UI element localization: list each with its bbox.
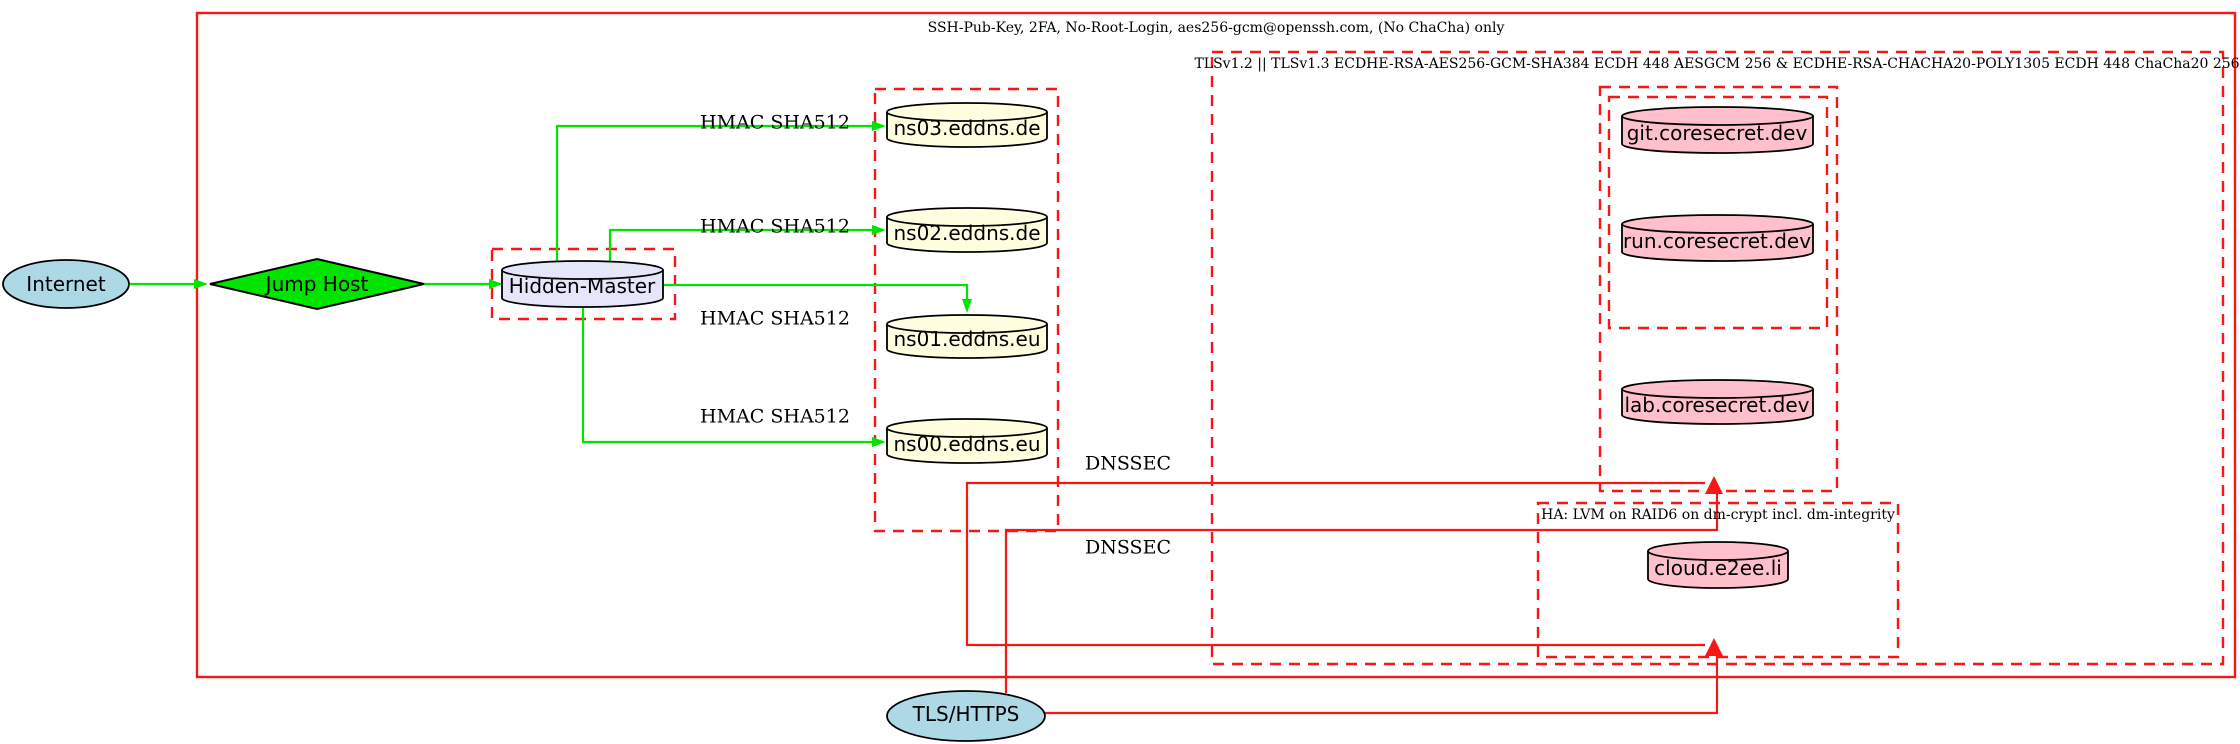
- edge-tlshttps-ha: [1045, 656, 1719, 715]
- arrowhead-coresecret: [1705, 476, 1723, 494]
- arrowhead-ns03: [872, 121, 886, 131]
- run-cylinder: [1621, 214, 1814, 262]
- ns03-cylinder: [886, 102, 1048, 148]
- jump-host-node-label: Jump Host: [265, 272, 369, 296]
- hmac-sha512-label-ns03: HMAC SHA512: [700, 111, 850, 134]
- nameserver-cluster-box: [873, 87, 1060, 533]
- jump-host-diamond: [209, 257, 425, 311]
- ns02-cylinder: [886, 207, 1048, 253]
- ns00-node-label: ns00.eddns.eu: [893, 432, 1041, 456]
- ns00-cylinder-lid: [886, 427, 1048, 438]
- tls-cluster-label: TLSv1.2 || TLSv1.3 ECDHE-RSA-AES256-GCM-…: [1194, 56, 2240, 72]
- git-node-label: git.coresecret.dev: [1626, 121, 1808, 145]
- git-cylinder: [1621, 106, 1814, 154]
- ns01-cylinder-lid: [886, 323, 1048, 334]
- ha-cluster-label: HA: LVM on RAID6 on dm-crypt incl. dm-in…: [1541, 507, 1895, 523]
- arrowhead-ha: [1705, 638, 1723, 656]
- ns02-node-label: ns02.eddns.de: [893, 221, 1041, 245]
- coresecret-inner-cluster-box: [1607, 95, 1829, 330]
- hmac-sha512-label-ns02: HMAC SHA512: [700, 215, 850, 238]
- edge-dnssec-coresecret: [965, 481, 1705, 647]
- arrowhead-hiddenmaster: [489, 279, 503, 289]
- hidden-master-node-label: Hidden-Master: [508, 274, 656, 298]
- hidden-master-cylinder-lid: [501, 269, 664, 280]
- cloud-cylinder: [1647, 541, 1789, 589]
- arrowhead-jumphost: [194, 279, 208, 289]
- edge-hiddenmaster-ns03: [555, 124, 874, 261]
- ns03-cylinder-lid: [886, 111, 1048, 122]
- cloud-cylinder-lid: [1647, 550, 1789, 561]
- ns01-cylinder: [886, 314, 1048, 359]
- hmac-sha512-label-ns00: HMAC SHA512: [700, 405, 850, 428]
- internet-node-label: Internet: [26, 272, 106, 296]
- arrowhead-ns00: [872, 437, 886, 447]
- hidden-master-cylinder: [501, 260, 664, 308]
- internet-node-shape: [2, 259, 130, 309]
- ssh-cluster-box: [195, 11, 2237, 679]
- ns02-cylinder-lid: [886, 216, 1048, 227]
- edge-hiddenmaster-ns00: [581, 305, 874, 444]
- run-cylinder-lid: [1621, 223, 1814, 234]
- cloud-node-label: cloud.e2ee.li: [1654, 556, 1782, 580]
- ssh-cluster-label: SSH-Pub-Key, 2FA, No-Root-Login, aes256-…: [927, 20, 1505, 36]
- dnssec-label-2: DNSSEC: [1085, 536, 1171, 559]
- coresecret-outer-cluster-box: [1598, 85, 1839, 493]
- edge-tlshttps-coresecret: [1004, 494, 1719, 693]
- lab-cylinder: [1621, 379, 1814, 425]
- dnssec-label-1: DNSSEC: [1085, 452, 1171, 475]
- git-cylinder-lid: [1621, 115, 1814, 126]
- lab-node-label: lab.coresecret.dev: [1624, 393, 1810, 417]
- arrowhead-ns01: [962, 299, 972, 313]
- ns00-cylinder: [886, 418, 1048, 464]
- ns03-node-label: ns03.eddns.de: [893, 116, 1041, 140]
- hmac-sha512-label-ns01: HMAC SHA512: [700, 307, 850, 330]
- lab-cylinder-lid: [1621, 388, 1814, 399]
- arrowhead-ns02: [872, 225, 886, 235]
- edge-hiddenmaster-ns01: [663, 283, 969, 301]
- tls-https-node-label: TLS/HTTPS: [912, 702, 1020, 726]
- run-node-label: run.coresecret.dev: [1622, 229, 1812, 253]
- tls-https-node-shape: [886, 690, 1046, 742]
- edge-hiddenmaster-ns02: [608, 228, 874, 261]
- ns01-node-label: ns01.eddns.eu: [893, 327, 1041, 351]
